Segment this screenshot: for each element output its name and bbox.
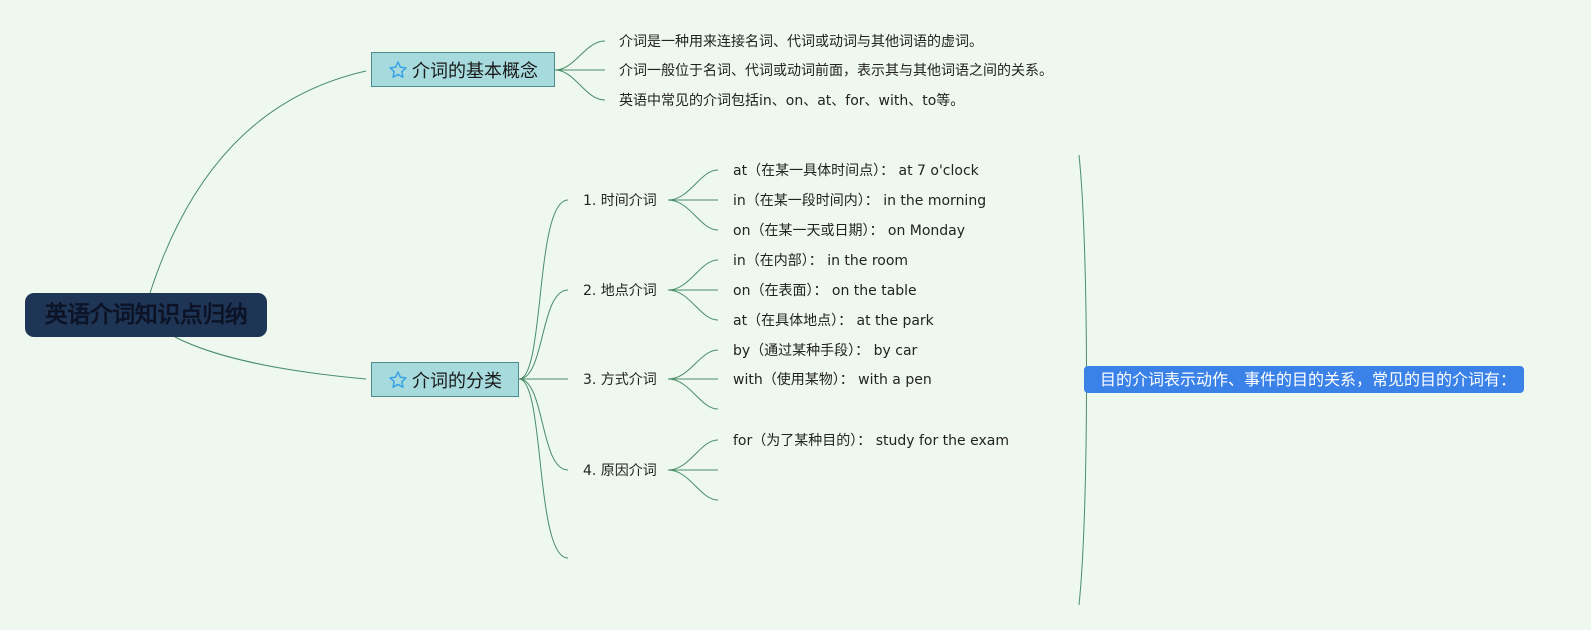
- link-class-cat-4: [518, 378, 569, 471]
- link-root-classification: [174, 336, 367, 380]
- place-item-at[interactable]: at（在具体地点）： at the park: [733, 313, 934, 329]
- time-item-at[interactable]: at（在某一具体时间点）： at 7 o'clock: [733, 163, 979, 179]
- time-item-on[interactable]: on（在某一天或日期）： on Monday: [733, 223, 966, 239]
- place-item-in[interactable]: in（在内部）： in the room: [733, 253, 909, 269]
- link-cat3-leaf-1: [667, 349, 719, 380]
- branch-label: 介词的基本概念: [412, 60, 538, 82]
- link-cat4-leaf-1: [667, 439, 719, 471]
- summary-node[interactable]: 目的介词表示动作、事件的目的关系，常见的目的介词有：: [1084, 366, 1524, 393]
- manner-item-with[interactable]: with（使用某物）： with a pen: [733, 372, 932, 388]
- star-icon: [389, 60, 407, 78]
- concept-point-1[interactable]: 介词是一种用来连接名词、代词或动词与其他词语的虚词。: [619, 34, 983, 50]
- concept-point-2[interactable]: 介词一般位于名词、代词或动词前面，表示其与其他词语之间的关系。: [619, 63, 1053, 79]
- concept-point-3[interactable]: 英语中常见的介词包括in、on、at、for、with、to等。: [619, 93, 965, 109]
- link-root-concept: [149, 70, 367, 294]
- link-cat1-leaf-3: [667, 199, 719, 231]
- branch-classification[interactable]: 介词的分类: [371, 362, 519, 397]
- root-node[interactable]: 英语介词知识点归纳: [25, 293, 267, 337]
- link-cat2-leaf-3: [667, 289, 719, 321]
- branch-concept[interactable]: 介词的基本概念: [371, 52, 555, 87]
- category-cause[interactable]: 4. 原因介词: [583, 463, 657, 479]
- link-cat2-leaf-1: [667, 259, 719, 291]
- manner-item-by[interactable]: by（通过某种手段）： by car: [733, 343, 918, 359]
- category-time[interactable]: 1. 时间介词: [583, 193, 657, 209]
- branch-label: 介词的分类: [412, 370, 502, 392]
- place-item-on[interactable]: on（在表面）： on the table: [733, 283, 917, 299]
- category-manner[interactable]: 3. 方式介词: [583, 372, 657, 388]
- link-class-cat-5: [518, 378, 569, 559]
- time-item-in[interactable]: in（在某一段时间内）： in the morning: [733, 193, 987, 209]
- cause-item-for[interactable]: for（为了某种目的）： study for the exam: [733, 433, 1009, 449]
- link-cat4-leaf-3: [667, 469, 719, 501]
- category-place[interactable]: 2. 地点介词: [583, 283, 657, 299]
- star-icon: [389, 370, 407, 388]
- link-class-cat-1: [518, 199, 569, 380]
- link-cat1-leaf-1: [667, 169, 719, 201]
- link-concept-point-1: [554, 40, 606, 71]
- link-concept-point-3: [554, 69, 606, 101]
- link-class-cat-2: [518, 289, 569, 380]
- link-cat3-leaf-3: [667, 378, 719, 410]
